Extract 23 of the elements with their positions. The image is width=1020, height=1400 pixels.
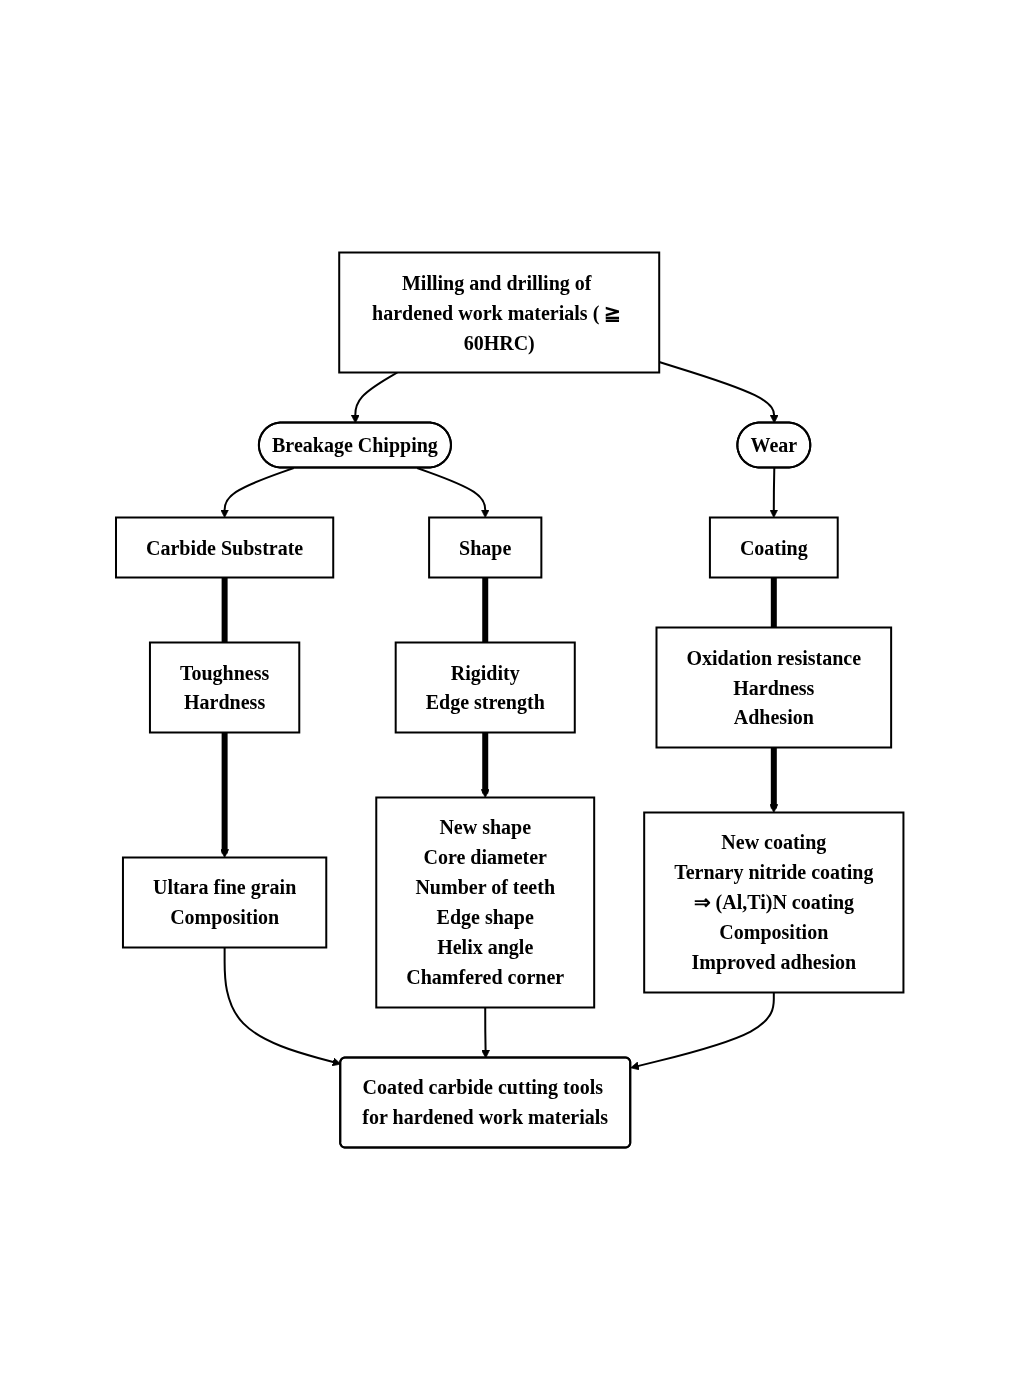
arrow: [481, 732, 490, 798]
connector: [482, 577, 489, 643]
arrow: [220, 732, 230, 858]
node-box: Shape: [428, 516, 543, 579]
arrow: [630, 991, 776, 1071]
arrow: [416, 467, 490, 518]
node-box: Oxidation resistance Hardness Adhesion: [655, 626, 893, 749]
arrow: [769, 467, 779, 518]
node-box: Toughness Hardness: [149, 641, 301, 734]
arrow: [351, 371, 399, 424]
node-box: Milling and drilling of hardened work materials ( ≧ 60HRC): [338, 251, 661, 374]
node-box: New coating Ternary nitride coating ⇒ (Al,Ti)N coating Composition Improved adhesion: [643, 811, 905, 994]
connector: [221, 577, 228, 643]
arrow: [223, 946, 342, 1067]
node-box: Carbide Substrate: [115, 516, 335, 579]
node-box: Coating: [709, 516, 839, 579]
node-box: Rigidity Edge strength: [394, 641, 577, 734]
arrow: [769, 747, 779, 813]
node-box: Ultara fine grain Composition: [122, 856, 328, 949]
connector: [771, 577, 778, 628]
arrow: [220, 467, 295, 518]
node-box: New shape Core diameter Number of teeth Edge shape Helix angle Chamfered corner: [375, 796, 596, 1009]
arrow: [481, 1006, 491, 1059]
